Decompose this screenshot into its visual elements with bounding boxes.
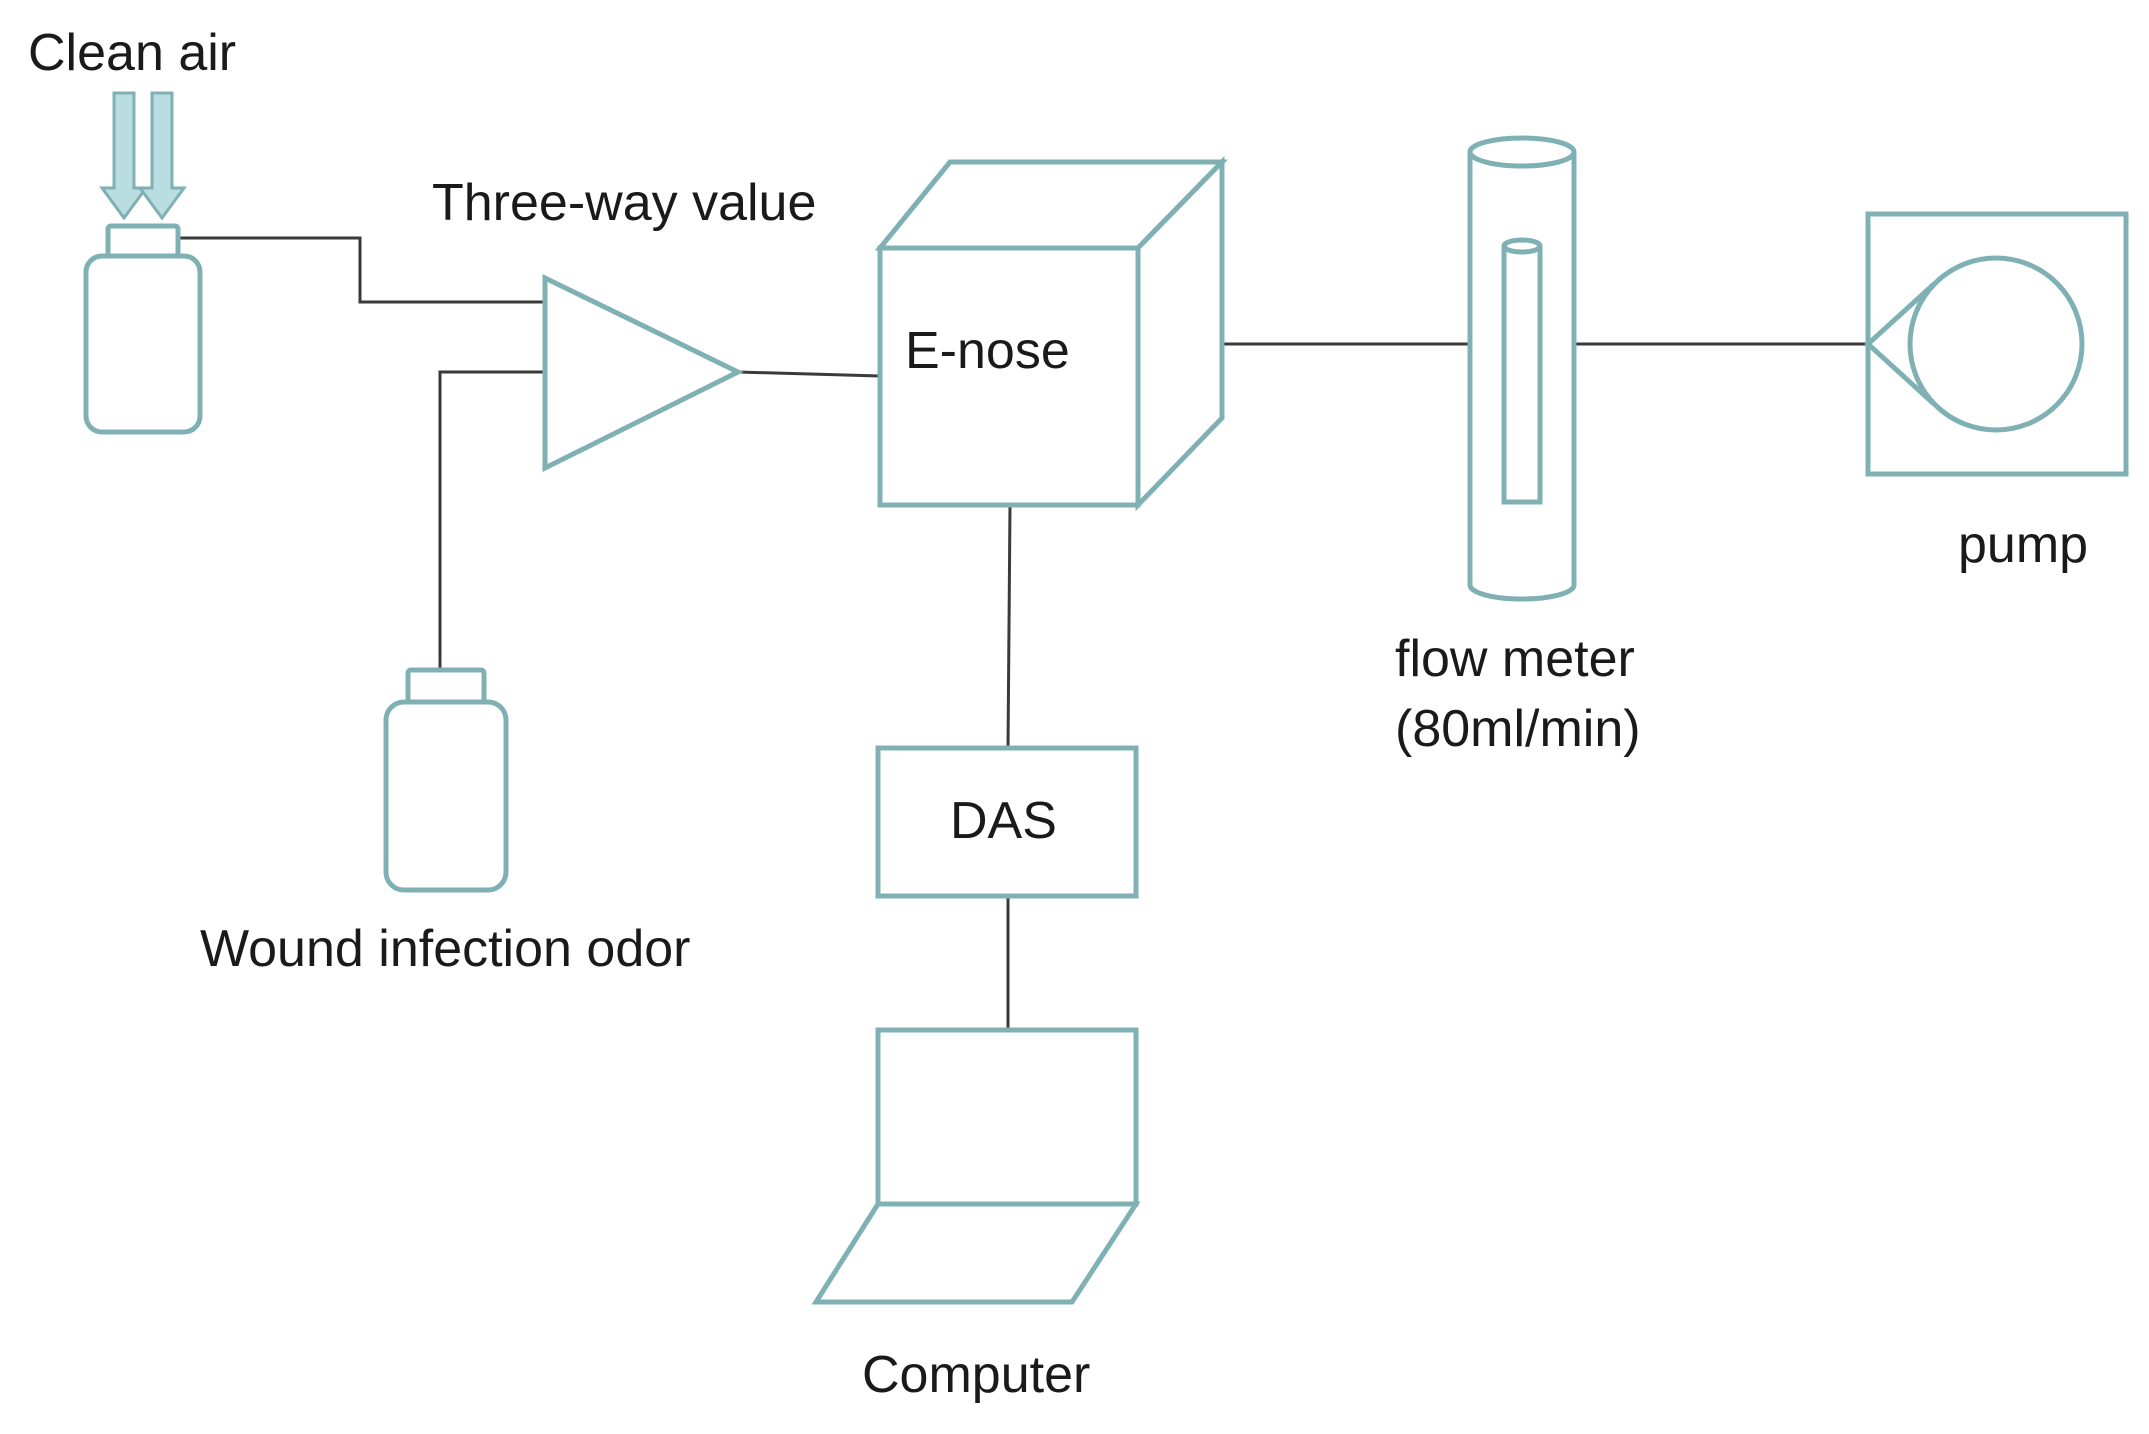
enose-das-line	[1006, 504, 1012, 749]
connectors	[178, 236, 1868, 1030]
odor-line	[438, 370, 545, 668]
pump-icon	[1864, 211, 2129, 477]
flow-rate-label: (80ml/min)	[1395, 700, 1641, 758]
down-arrow-icon	[99, 91, 149, 221]
computer-icon	[811, 1027, 1141, 1305]
three-way-valve-label: Three-way value	[432, 174, 816, 232]
computer-label: Computer	[862, 1346, 1090, 1404]
clean-air-bottle-icon	[83, 223, 203, 435]
down-arrow-icon	[137, 91, 187, 221]
pump-label: pump	[1958, 516, 2088, 574]
clean-air-arrows	[99, 91, 187, 221]
enose-box-icon	[874, 155, 1228, 512]
das-label: DAS	[950, 792, 1057, 850]
enose-label: E-nose	[905, 322, 1070, 380]
clean-air-label: Clean air	[28, 24, 236, 82]
das-box	[875, 745, 1139, 899]
flow-meter-icon	[1467, 135, 1577, 602]
clean-air-line	[178, 236, 545, 304]
wound-odor-label: Wound infection odor	[200, 920, 690, 978]
three-way-valve-icon	[542, 274, 744, 473]
valve-enose-line	[737, 370, 881, 378]
odor-bottle-icon	[383, 667, 509, 893]
flow-meter-label: flow meter	[1395, 630, 1635, 688]
